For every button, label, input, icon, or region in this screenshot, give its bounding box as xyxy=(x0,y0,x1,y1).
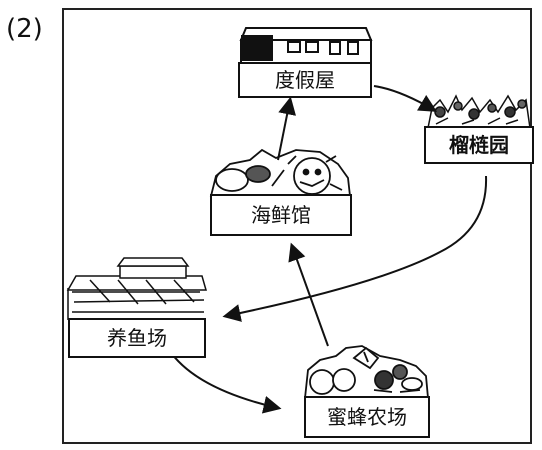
bee-farm-illustration xyxy=(303,345,429,399)
arrow-holiday-to-durian xyxy=(373,85,438,112)
node-bee-farm: 蜜蜂农场 xyxy=(304,396,430,438)
problem-number: (2) xyxy=(6,14,43,44)
node-fish-farm: 养鱼场 xyxy=(68,318,206,358)
node-holiday-house: 度假屋 xyxy=(238,62,372,98)
arrow-beefarm-to-seafood xyxy=(288,242,329,347)
holiday-house-illustration xyxy=(239,27,373,65)
diagram-frame xyxy=(62,8,532,444)
node-seafood-restaurant: 海鲜馆 xyxy=(210,194,352,236)
fish-farm-illustration xyxy=(66,257,207,320)
durian-orchard-illustration xyxy=(427,94,531,129)
seafood-restaurant-illustration xyxy=(209,148,352,197)
arrow-seafood-to-holiday xyxy=(277,96,297,161)
arrow-fishfarm-to-beefarm xyxy=(171,353,282,414)
node-durian-orchard: 榴梿园 xyxy=(424,126,534,164)
arrow-durian-to-fishfarm xyxy=(222,175,488,322)
